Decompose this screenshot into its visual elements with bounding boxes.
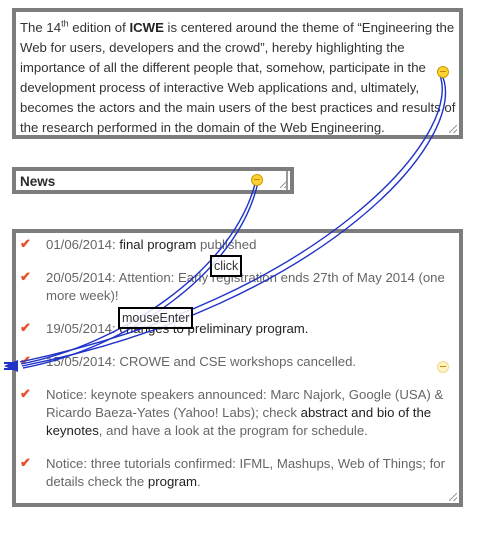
resize-grip-icon[interactable] xyxy=(449,493,457,501)
checkmark-icon: ✔ xyxy=(20,269,31,284)
mouseenter-event-label[interactable]: mouseEnter xyxy=(118,307,194,329)
resize-grip-icon[interactable] xyxy=(449,125,457,133)
intro-text-mid: edition of xyxy=(68,20,130,35)
news-link[interactable]: final program xyxy=(119,237,197,252)
connector-line xyxy=(21,72,447,367)
resize-grip-icon[interactable] xyxy=(280,180,288,188)
news-link[interactable]: abstract and bio of the keynotes xyxy=(46,405,432,438)
news-item-text: Notice: three tutorials confirmed: IFML,… xyxy=(46,456,445,489)
arrow-bar-icon xyxy=(4,362,18,364)
intro-text-rest: is centered around the theme of “Enginee… xyxy=(20,20,456,135)
arrowhead-icon xyxy=(4,360,18,372)
connector-line xyxy=(22,181,259,369)
news-header-panel: News xyxy=(12,167,294,194)
checkmark-icon: ✔ xyxy=(20,455,31,470)
connector-line xyxy=(19,70,443,363)
checkmark-icon: ✔ xyxy=(20,320,31,335)
click-event-label[interactable]: click xyxy=(210,255,243,277)
connector-line xyxy=(20,179,257,365)
checkmark-icon: ✔ xyxy=(20,386,31,401)
news-item-text: 01/06/2014: final program published xyxy=(46,237,257,252)
news-link[interactable]: program xyxy=(147,474,198,489)
connector-handle-icon[interactable] xyxy=(437,361,449,373)
news-title: News xyxy=(20,174,56,189)
arrow-bar-icon xyxy=(4,368,18,370)
intro-text: The 14th edition of ICWE is centered aro… xyxy=(20,18,464,138)
intro-superscript: th xyxy=(61,18,69,29)
checkmark-icon: ✔ xyxy=(20,236,31,251)
news-item-text: Notice: keynote speakers announced: Marc… xyxy=(46,387,444,438)
intro-panel: The 14th edition of ICWE is centered aro… xyxy=(12,8,463,139)
connector-handle-icon[interactable] xyxy=(437,66,449,78)
news-item-text: 20/05/2014: Attention: Early registratio… xyxy=(46,270,445,303)
intro-text-start: The 14 xyxy=(20,20,62,35)
news-list-panel: ✔ 01/06/2014: final program published ✔ … xyxy=(12,229,463,507)
connector-handle-icon[interactable] xyxy=(251,174,263,186)
intro-bold-icwe: ICWE xyxy=(129,20,164,35)
